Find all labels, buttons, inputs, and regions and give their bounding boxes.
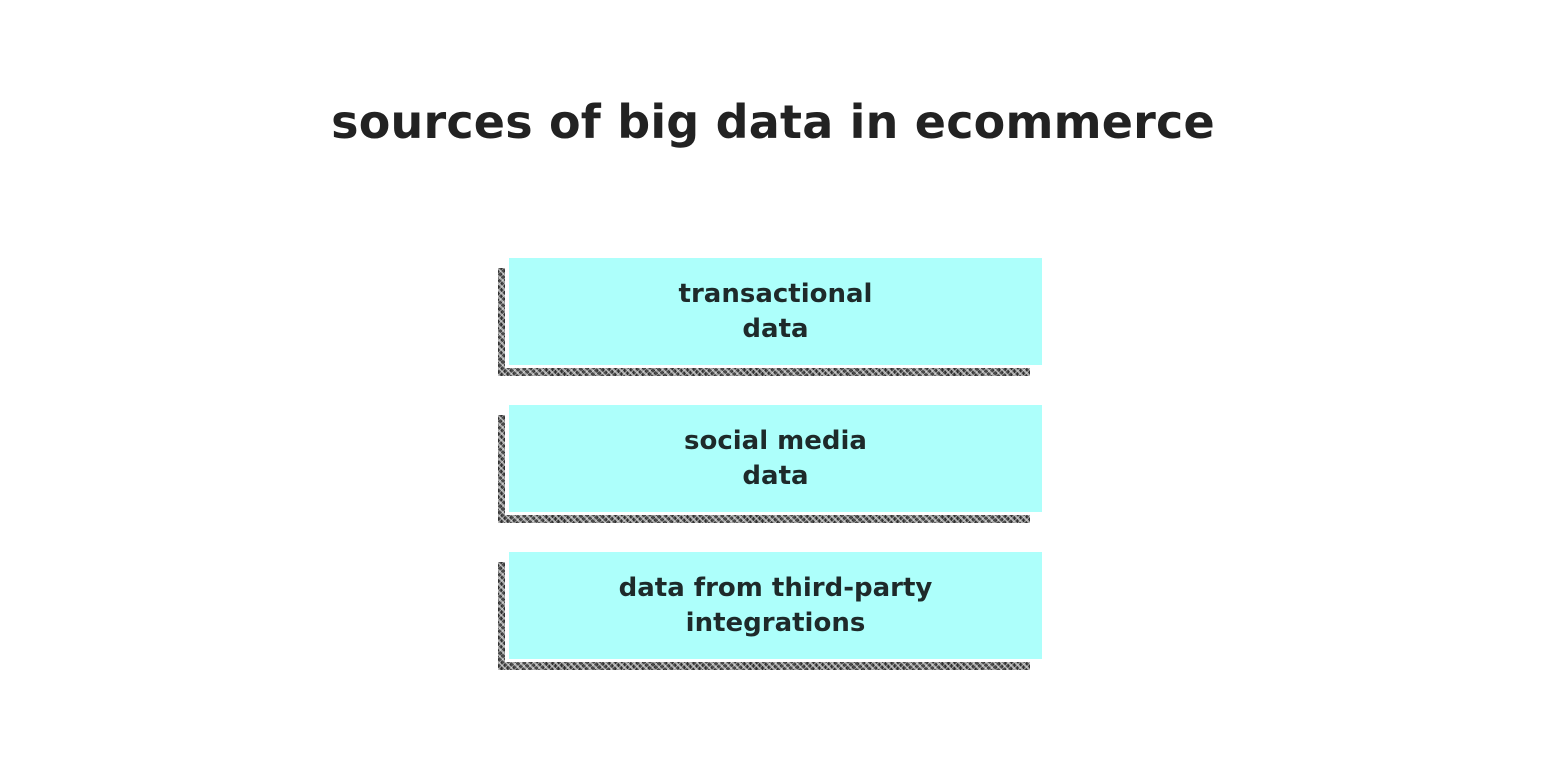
source-box-transactional: transactional data xyxy=(498,258,1042,376)
box-fill: transactional data xyxy=(509,258,1042,365)
box-label: social media data xyxy=(684,425,867,491)
source-box-third-party: data from third-party integrations xyxy=(498,552,1042,670)
data-sources-list: transactional data social media data dat… xyxy=(498,258,1042,699)
box-fill: social media data xyxy=(509,405,1042,512)
box-fill: data from third-party integrations xyxy=(509,552,1042,659)
page-title: sources of big data in ecommerce xyxy=(331,95,1215,149)
source-box-social-media: social media data xyxy=(498,405,1042,523)
box-label: transactional data xyxy=(678,278,873,344)
box-label: data from third-party integrations xyxy=(618,572,933,638)
